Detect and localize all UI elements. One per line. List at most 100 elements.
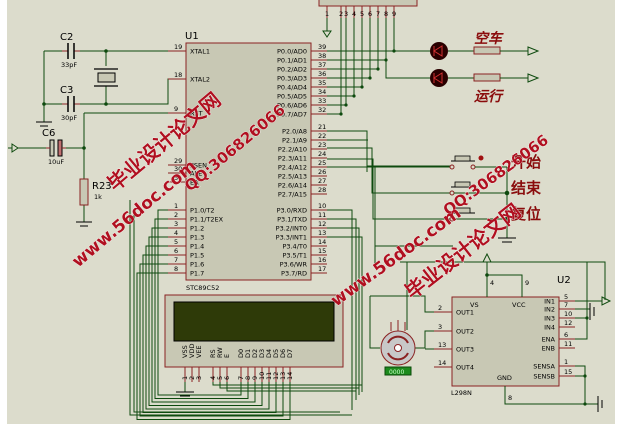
u2-pin-name: OUT4 [456, 364, 474, 372]
led-2: 运行 [430, 69, 540, 105]
push-buttons: 开始 结束 复位 [368, 153, 542, 243]
u1-pin-number: 3 [174, 220, 178, 228]
u1-pin-number: 8 [174, 265, 178, 273]
lcd-pin-name: D6 [279, 349, 287, 358]
u2-pin-number: 5 [564, 293, 568, 301]
u1-pin-number: 37 [318, 61, 326, 69]
u1-pin-name: P1.0/T2 [190, 207, 215, 215]
u2-vs-num: 4 [490, 279, 494, 287]
u2-pin-name: OUT3 [456, 346, 474, 354]
lcd-ctrl-wire [226, 382, 356, 392]
u2-pin-name: ENB [542, 345, 555, 353]
u1-pin-name: P0.6/AD6 [277, 102, 307, 110]
lcd-pin-name: VDD [188, 344, 196, 358]
u1-pin-number: 2 [174, 211, 178, 219]
u2-pin-name: IN2 [544, 306, 555, 314]
u1-pin-number: 38 [318, 52, 326, 60]
u1-pin-name: P3.7/RD [281, 270, 307, 278]
lcd-pin-name: D0 [237, 349, 245, 358]
buttons-common-ground [498, 167, 516, 243]
button-stop[interactable]: 结束 [449, 179, 542, 197]
u1-pin-number: 32 [318, 106, 326, 114]
u1-pin-number: 12 [318, 220, 326, 228]
u1-ref: U1 [185, 31, 199, 42]
lcd-pin-number: 4 [209, 376, 217, 380]
u1-pin-name: P3.3/INT1 [276, 234, 307, 242]
u2-pin-number: 10 [564, 310, 572, 318]
u1-pin-number: 5 [174, 238, 178, 246]
u1-part: STC89C52 [186, 284, 219, 292]
u1-pin-name: P2.3/A11 [278, 155, 307, 163]
u1-pin-name: P2.4/A12 [278, 164, 307, 172]
u1-pin-number: 18 [174, 71, 182, 79]
p1-bus-wires [129, 200, 362, 420]
u1-pin-number: 1 [174, 202, 178, 210]
r23-ref: R23 [92, 181, 112, 192]
lcd-pin-number: 1 [181, 376, 189, 380]
u1-pin-name: P3.5/T1 [282, 252, 307, 260]
u1-pin-name: P2.5/A13 [278, 173, 307, 181]
u2-pin-number: 2 [438, 304, 442, 312]
header-pin-number: 3 [344, 10, 348, 18]
p1-wire [154, 218, 249, 399]
u1-pin-name: P0.7/AD7 [277, 111, 307, 119]
header-pin-number: 7 [376, 10, 380, 18]
u1-pin-name: P3.4/T0 [282, 243, 307, 251]
r23-value: 1k [94, 193, 102, 201]
u2-pin-name: ENA [542, 336, 556, 344]
button-reset[interactable]: 复位 [449, 205, 541, 223]
u1-pin-number: 10 [318, 202, 326, 210]
u2-pin-number: 12 [564, 319, 572, 327]
u1-pin-number: 16 [318, 256, 326, 264]
lcd-ctrl-wire [212, 382, 362, 386]
u2-pin-number: 11 [564, 340, 572, 348]
u2-vcc-num: 9 [525, 279, 529, 287]
u2-pin-number: 15 [564, 368, 572, 376]
lcd-pin-number: 14 [286, 372, 294, 380]
u1-pin-name: P3.0/RXD [277, 207, 307, 215]
u2-pin-number: 7 [564, 301, 568, 309]
u1-pin-name: P0.0/AD0 [277, 48, 307, 56]
u1-pin-number: 28 [318, 186, 326, 194]
lcd-pin-name: RS [209, 349, 217, 358]
u2-pin-name: OUT1 [456, 309, 474, 317]
u1-pin-number: 35 [318, 79, 326, 87]
u1-pin-number: 39 [318, 43, 326, 51]
u1-pin-name: P3.6/WR [280, 261, 308, 269]
lcd-pin-number: 11 [265, 372, 273, 380]
u1-pin-number: 30 [174, 165, 182, 173]
motor-counter: 0000 [389, 369, 404, 376]
p1-wire [133, 210, 340, 413]
lcd-pin-name: D4 [265, 349, 273, 358]
lcd-pin-number: 12 [272, 372, 280, 380]
u1-pin-number: 4 [174, 229, 178, 237]
u2-pin-name: OUT2 [456, 328, 474, 336]
lcd-pin-name: D5 [272, 349, 280, 358]
u1-pin-number: 6 [174, 247, 178, 255]
lcd-pin-name: D2 [251, 349, 259, 358]
capacitor-c2: C2 33pF [60, 32, 80, 69]
u1-pin-number: 31 [174, 174, 182, 182]
capacitor-c6: C6 10uF [8, 128, 66, 166]
header-pin-number: 9 [392, 10, 396, 18]
c6-ref: C6 [42, 128, 55, 139]
c2-ref: C2 [60, 32, 73, 43]
header-pin-number: 5 [360, 10, 364, 18]
u1-pin-number: 13 [318, 229, 326, 237]
header-pin-number: 6 [368, 10, 372, 18]
c6-value: 10uF [48, 158, 64, 166]
u2-pin-name: VCC [512, 301, 526, 309]
led-1-label: 空车 [474, 30, 504, 47]
button-start[interactable]: 开始 [368, 153, 541, 171]
u1-pin-name: EA [190, 179, 199, 187]
u2-pin-number: 3 [438, 323, 442, 331]
u2-pin-number: 6 [564, 331, 568, 339]
u1-pin-name: XTAL2 [190, 76, 210, 84]
lcd-pin-number: 10 [258, 372, 266, 380]
c3-ref: C3 [60, 85, 73, 96]
button-reset-label: 复位 [510, 205, 541, 223]
lcd-pin-number: 2 [188, 376, 196, 380]
c3-value: 30pF [61, 114, 77, 122]
sheet-right-margin [615, 0, 625, 424]
